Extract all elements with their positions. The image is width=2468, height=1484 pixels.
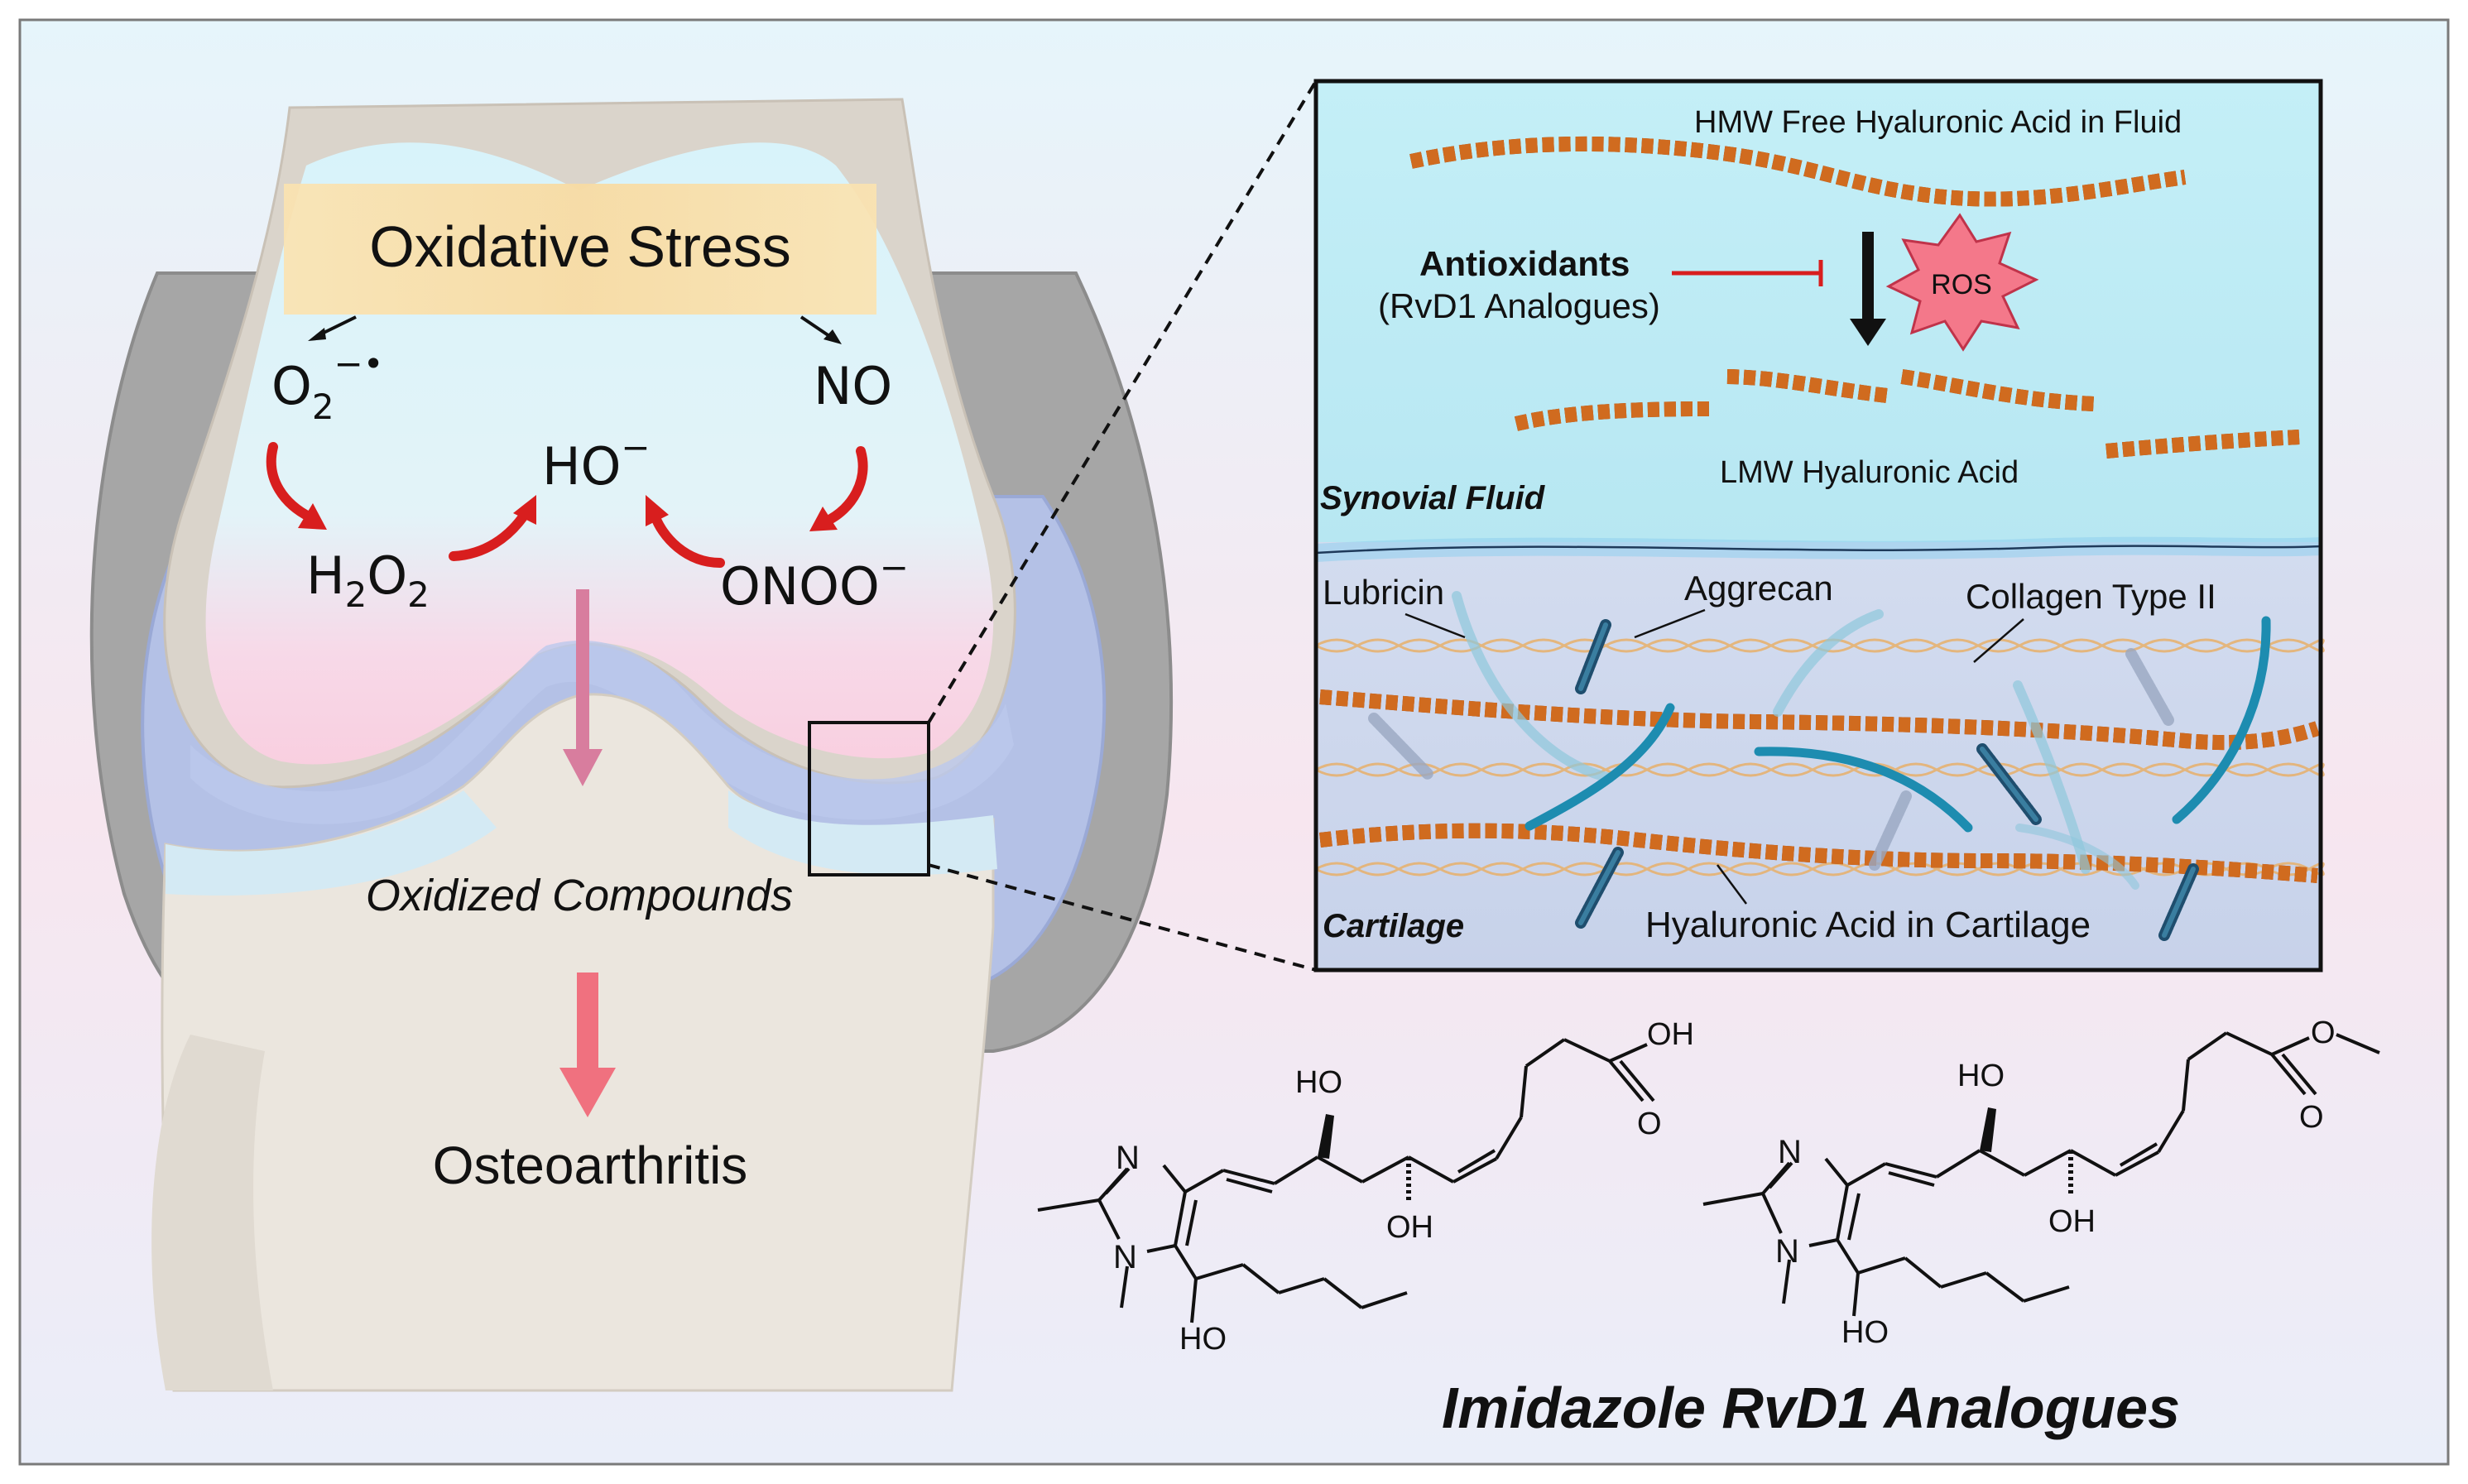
arrow-peroxide-to-hydroxide xyxy=(449,508,531,561)
mol1-o-carbonyl: O xyxy=(1637,1107,1662,1141)
collagen-label: Collagen Type II xyxy=(1966,577,2216,616)
osteoarthritis-label: Osteoarthritis xyxy=(433,1136,748,1195)
degradation-arrow-head xyxy=(1850,319,1886,346)
lmw-label: LMW Hyaluronic Acid xyxy=(1720,455,2019,490)
mol2-o-ester: O xyxy=(2311,1016,2336,1050)
fibula xyxy=(151,1035,273,1390)
pathway-arrows xyxy=(559,589,616,1117)
zoom-leader-top xyxy=(927,79,1318,724)
antioxidants-label: Antioxidants xyxy=(1419,244,1630,283)
oxidized-compounds-label: Oxidized Compounds xyxy=(366,871,793,920)
hydroxide-label: HO− xyxy=(542,427,651,497)
synovial-fluid-label: Synovial Fluid xyxy=(1320,480,1546,516)
mol1-ho-top: HO xyxy=(1295,1065,1342,1100)
inset-leaders xyxy=(1404,608,2024,905)
antioxidants-sub-label: (RvD1 Analogues) xyxy=(1378,286,1660,325)
lubricin-label: Lubricin xyxy=(1323,573,1444,612)
mol2-oh-bottom: OH xyxy=(2048,1204,2096,1239)
molecule-ester xyxy=(1702,1031,2380,1317)
oxidative-stress-title: Oxidative Stress xyxy=(369,214,791,279)
aggrecan-brushes xyxy=(1368,619,2199,941)
title-arrows xyxy=(308,315,842,344)
inset-frame xyxy=(1313,79,2323,973)
ha-chains xyxy=(1318,136,2320,883)
hmw-label: HMW Free Hyaluronic Acid in Fluid xyxy=(1694,105,2182,140)
mol1-n-bottom: N xyxy=(1113,1239,1137,1275)
mol1-n-top: N xyxy=(1116,1140,1140,1176)
peroxide-label: H2O2 xyxy=(306,545,430,615)
degradation-arrow-shaft xyxy=(1862,232,1874,323)
aggrecan-label: Aggrecan xyxy=(1684,569,1833,608)
zoom-region xyxy=(808,721,930,876)
cartilage-label: Cartilage xyxy=(1323,908,1464,944)
synovial-fluid-region xyxy=(1316,81,2321,542)
molecules-caption: Imidazole RvD1 Analogues xyxy=(1442,1376,2180,1440)
mol2-ho-side: HO xyxy=(1841,1315,1889,1350)
tibial-cartilage xyxy=(166,790,497,896)
reaction-arrows xyxy=(266,442,868,568)
nitric-oxide-label: NO xyxy=(814,356,892,416)
mol1-ho-side: HO xyxy=(1179,1322,1227,1357)
ros-burst xyxy=(1885,213,2039,352)
arrow-peroxynitrite-to-hydroxide xyxy=(649,508,725,568)
arrow-superoxide-to-peroxide xyxy=(266,442,315,522)
oxidative-stress-box xyxy=(284,184,876,315)
mol1-oh-acid: OH xyxy=(1647,1017,1694,1052)
ha-cartilage-label: Hyaluronic Acid in Cartilage xyxy=(1645,905,2091,945)
zoom-leader-bottom xyxy=(928,863,1317,972)
reaction-arrowheads xyxy=(298,495,838,531)
lubricin-strands xyxy=(1452,591,2271,890)
mol2-n-bottom: N xyxy=(1775,1233,1799,1270)
molecule-acid xyxy=(1037,1038,1655,1323)
mol2-ho-top: HO xyxy=(1957,1059,2005,1093)
mol2-n-top: N xyxy=(1778,1134,1802,1170)
superoxide-label: O2−• xyxy=(271,343,384,427)
mol2-o-carbonyl: O xyxy=(2299,1100,2324,1135)
mol1-oh-bottom: OH xyxy=(1386,1210,1433,1245)
ros-label: ROS xyxy=(1931,269,1992,300)
inset-panel: HMW Free Hyaluronic Acid in Fluid Antiox… xyxy=(1313,79,2325,973)
peroxynitrite-label: ONOO− xyxy=(720,547,909,617)
arrow-no-to-peroxynitrite xyxy=(821,446,868,526)
